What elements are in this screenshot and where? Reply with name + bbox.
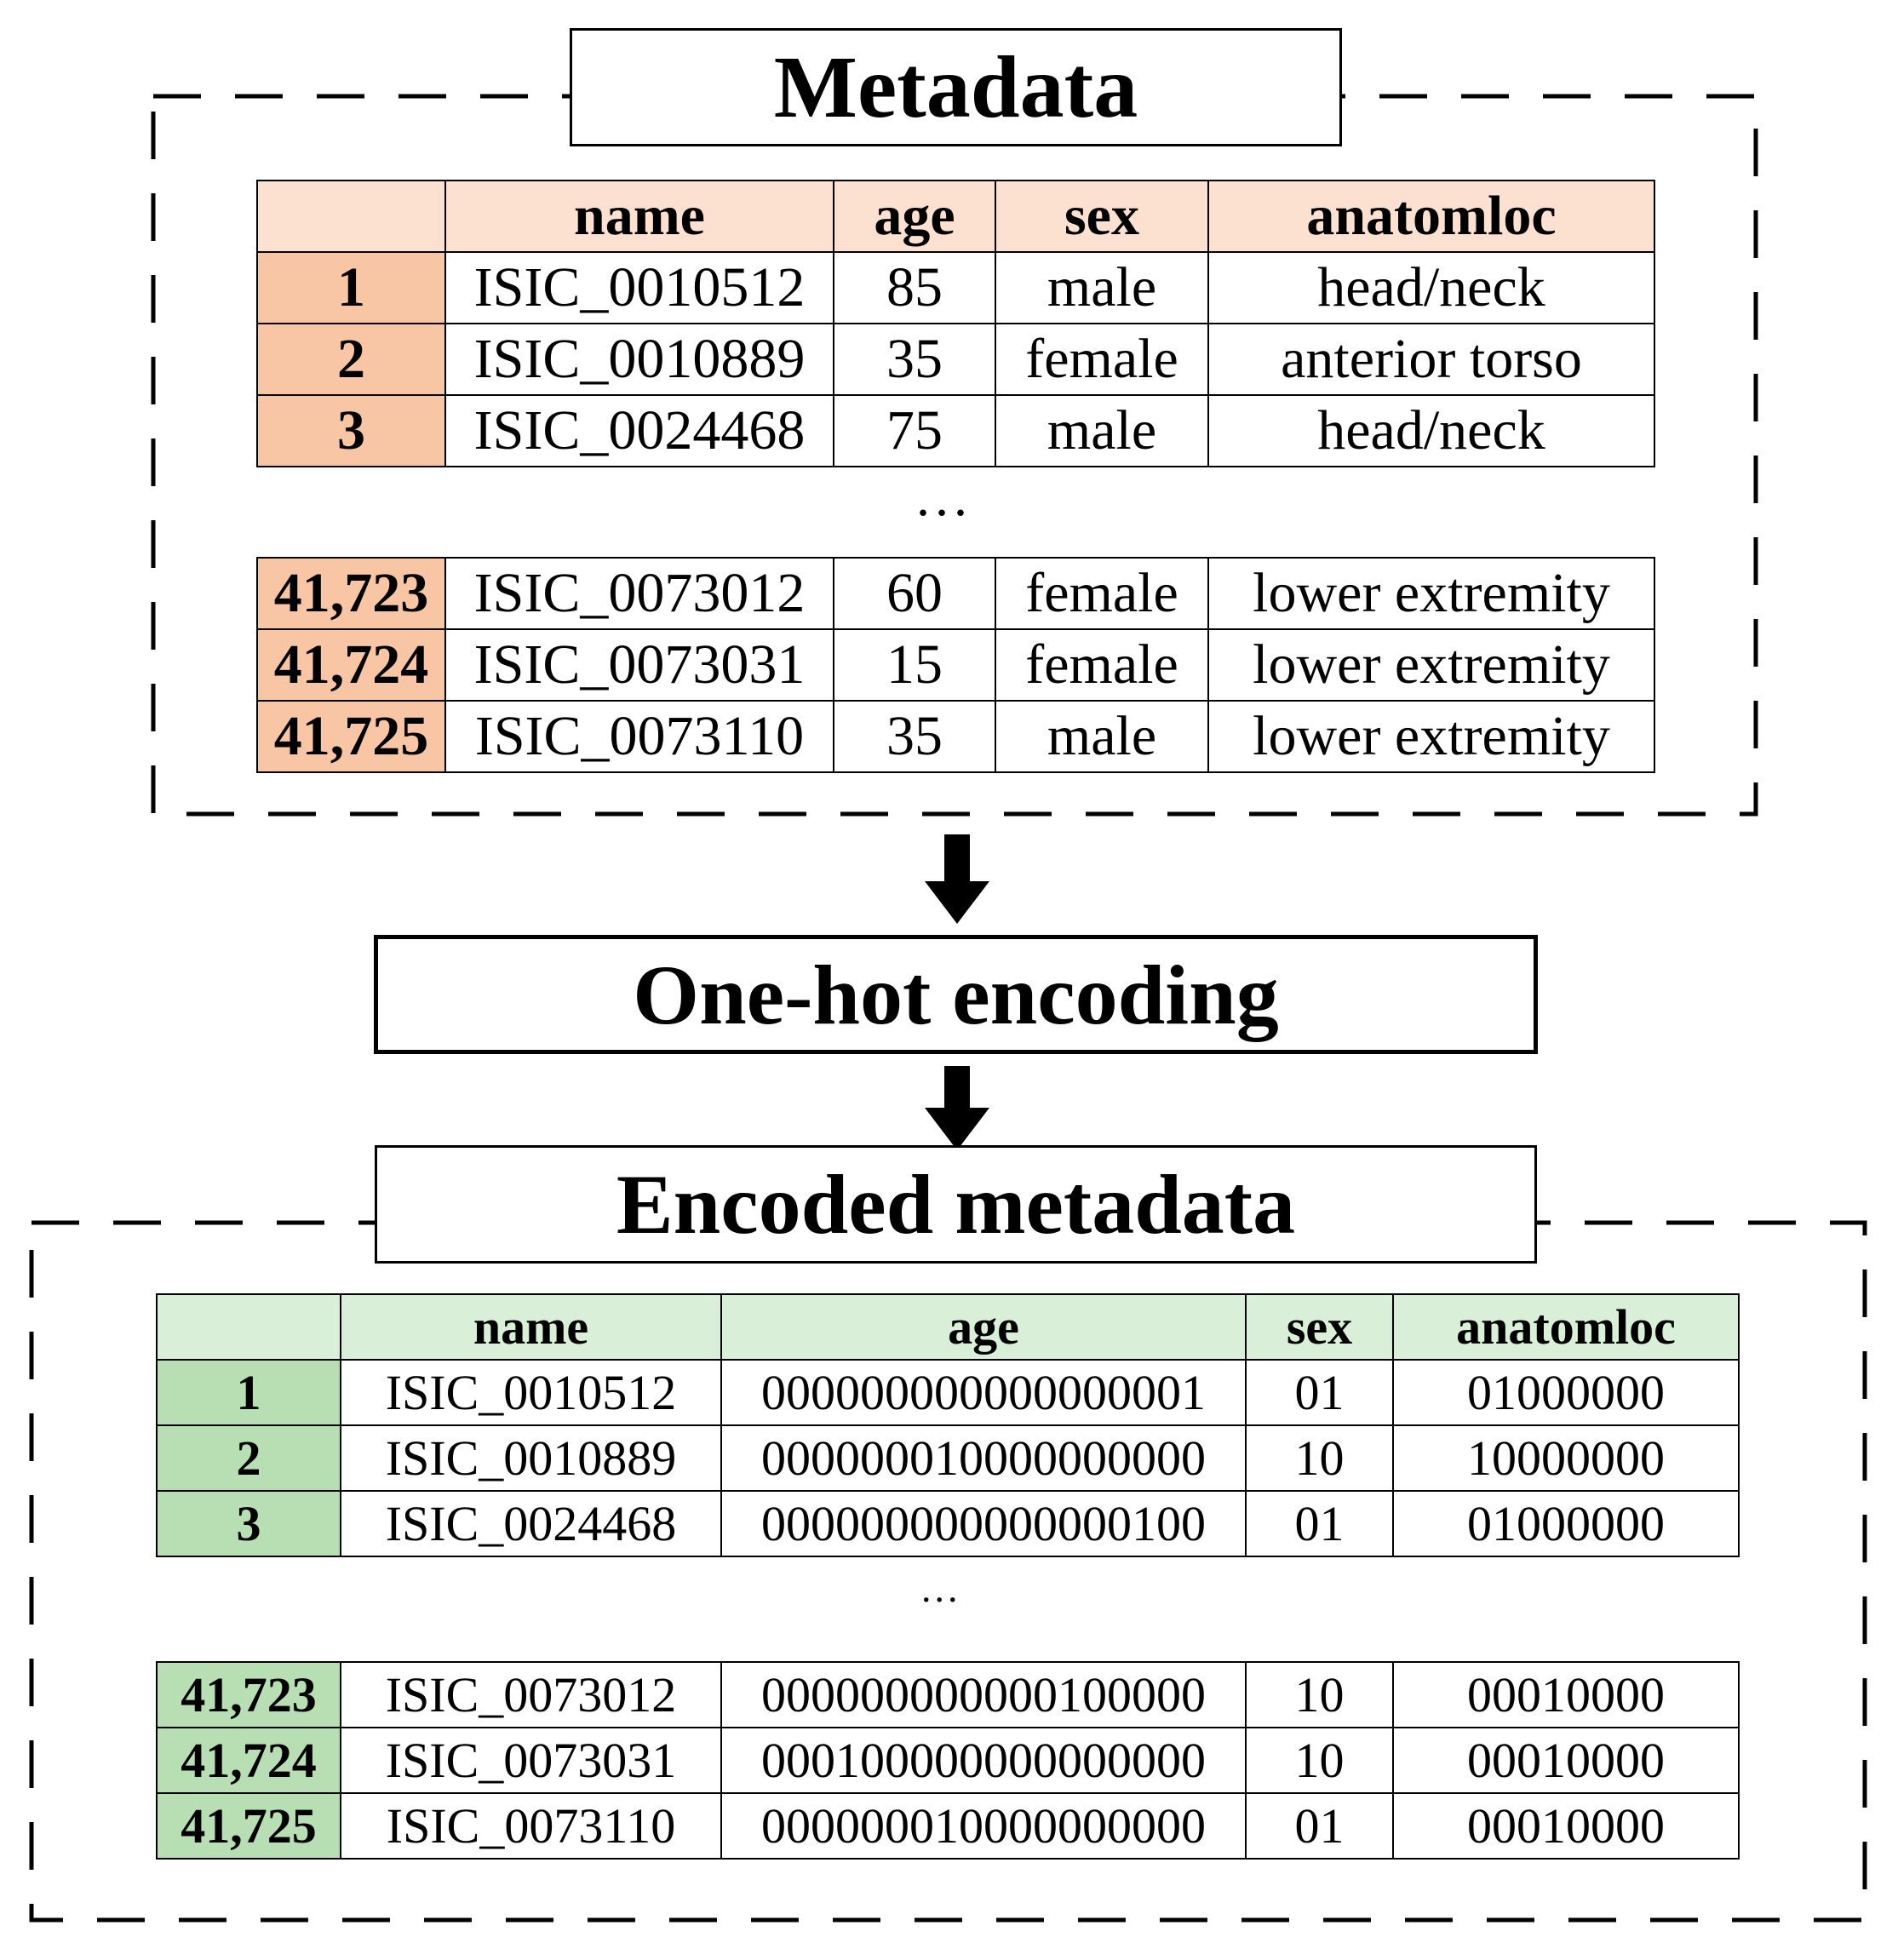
row-index-cell: 41,724 — [156, 1727, 341, 1794]
age-cell: 000000010000000000 — [720, 1424, 1247, 1492]
column-header-anatomloc: anatomloc — [1207, 180, 1655, 253]
age-cell: 60 — [833, 557, 996, 630]
name-cell: ISIC_0024468 — [444, 394, 834, 467]
name-cell: ISIC_0073031 — [340, 1727, 722, 1794]
row-index-cell: 1 — [156, 1359, 341, 1426]
sex-cell: 01 — [1245, 1792, 1394, 1860]
table-row: 41,724 ISIC_0073031 15 female lower extr… — [256, 628, 1655, 702]
age-cell: 000000010000000000 — [720, 1792, 1247, 1860]
sex-cell: 10 — [1245, 1424, 1394, 1492]
table-row: 41,725 ISIC_0073110 35 male lower extrem… — [256, 700, 1655, 773]
table-row: 2 ISIC_0010889 35 female anterior torso — [256, 323, 1655, 396]
sex-cell: 10 — [1245, 1661, 1394, 1728]
anatomloc-cell: 00010000 — [1392, 1661, 1740, 1728]
table-row: 41,723 ISIC_0073012 000000000000100000 1… — [156, 1661, 1740, 1728]
encoded-metadata-title-box: Encoded metadata — [375, 1145, 1537, 1264]
row-index-cell: 3 — [156, 1490, 341, 1557]
down-arrow-icon — [925, 834, 989, 924]
metadata-header-row: name age sex anatomloc — [256, 180, 1655, 253]
name-cell: ISIC_0010512 — [444, 251, 834, 324]
anatomloc-cell: 01000000 — [1392, 1359, 1740, 1426]
column-header-age: age — [833, 180, 996, 253]
row-index-cell: 1 — [256, 251, 446, 324]
anatomloc-cell: 10000000 — [1392, 1424, 1740, 1492]
metadata-table-top: name age sex anatomloc 1 ISIC_0010512 85… — [256, 180, 1655, 467]
anatomloc-cell: lower extremity — [1207, 557, 1655, 630]
sex-cell: female — [995, 557, 1209, 630]
table-row: 3 ISIC_0024468 75 male head/neck — [256, 394, 1655, 467]
encoded-table-bottom: 41,723 ISIC_0073012 000000000000100000 1… — [156, 1661, 1740, 1860]
name-cell: ISIC_0010889 — [340, 1424, 722, 1492]
sex-cell: female — [995, 323, 1209, 396]
column-header-sex: sex — [995, 180, 1209, 253]
anatomloc-cell: anterior torso — [1207, 323, 1655, 396]
name-cell: ISIC_0010512 — [340, 1359, 722, 1426]
age-cell: 000100000000000000 — [720, 1727, 1247, 1794]
column-header-age: age — [720, 1293, 1247, 1361]
name-cell: ISIC_0073110 — [340, 1792, 722, 1860]
anatomloc-cell: lower extremity — [1207, 628, 1655, 702]
age-cell: 000000000000100000 — [720, 1661, 1247, 1728]
encoded-table-top: name age sex anatomloc 1 ISIC_0010512 00… — [156, 1293, 1740, 1557]
table-row: 3 ISIC_0024468 000000000000000100 01 010… — [156, 1490, 1740, 1557]
table-row: 41,724 ISIC_0073031 000100000000000000 1… — [156, 1727, 1740, 1794]
row-index-cell: 2 — [256, 323, 446, 396]
down-arrow-icon — [925, 1066, 989, 1151]
row-index-cell: 41,723 — [156, 1661, 341, 1728]
anatomloc-cell: head/neck — [1207, 251, 1655, 324]
row-index-cell: 41,723 — [256, 557, 446, 630]
one-hot-encoding-label: One-hot encoding — [633, 947, 1279, 1042]
encoded-ellipsis: ... — [921, 1567, 961, 1610]
table-row: 1 ISIC_0010512 85 male head/neck — [256, 251, 1655, 324]
sex-cell: female — [995, 628, 1209, 702]
sex-cell: 10 — [1245, 1727, 1394, 1794]
name-cell: ISIC_0073012 — [444, 557, 834, 630]
sex-cell: male — [995, 700, 1209, 773]
metadata-table-bottom: 41,723 ISIC_0073012 60 female lower extr… — [256, 557, 1655, 773]
column-header-anatomloc: anatomloc — [1392, 1293, 1740, 1361]
sex-cell: male — [995, 251, 1209, 324]
metadata-title-box: Metadata — [570, 28, 1342, 146]
name-cell: ISIC_0024468 — [340, 1490, 722, 1557]
row-index-cell: 41,724 — [256, 628, 446, 702]
sex-cell: 01 — [1245, 1359, 1394, 1426]
one-hot-encoding-box: One-hot encoding — [374, 935, 1538, 1054]
age-cell: 000000000000000100 — [720, 1490, 1247, 1557]
age-cell: 35 — [833, 323, 996, 396]
table-row: 41,725 ISIC_0073110 000000010000000000 0… — [156, 1792, 1740, 1860]
anatomloc-cell: 00010000 — [1392, 1727, 1740, 1794]
metadata-dashed-frame — [151, 94, 1758, 817]
table-row: 41,723 ISIC_0073012 60 female lower extr… — [256, 557, 1655, 630]
anatomloc-cell: 01000000 — [1392, 1490, 1740, 1557]
name-cell: ISIC_0073110 — [444, 700, 834, 773]
name-cell: ISIC_0073012 — [340, 1661, 722, 1728]
age-cell: 75 — [833, 394, 996, 467]
row-index-cell: 41,725 — [156, 1792, 341, 1860]
anatomloc-cell: 00010000 — [1392, 1792, 1740, 1860]
encoded-metadata-title: Encoded metadata — [616, 1157, 1296, 1252]
age-cell: 85 — [833, 251, 996, 324]
column-header-name: name — [444, 180, 834, 253]
row-index-cell: 3 — [256, 394, 446, 467]
anatomloc-cell: head/neck — [1207, 394, 1655, 467]
metadata-ellipsis: ... — [916, 467, 972, 527]
column-header-name: name — [340, 1293, 722, 1361]
name-cell: ISIC_0010889 — [444, 323, 834, 396]
row-index-cell: 2 — [156, 1424, 341, 1492]
column-header-index — [156, 1293, 341, 1361]
name-cell: ISIC_0073031 — [444, 628, 834, 702]
column-header-sex: sex — [1245, 1293, 1394, 1361]
age-cell: 000000000000000001 — [720, 1359, 1247, 1426]
column-header-index — [256, 180, 446, 253]
encoded-header-row: name age sex anatomloc — [156, 1293, 1740, 1361]
metadata-title: Metadata — [773, 38, 1138, 136]
age-cell: 35 — [833, 700, 996, 773]
table-row: 1 ISIC_0010512 000000000000000001 01 010… — [156, 1359, 1740, 1426]
row-index-cell: 41,725 — [256, 700, 446, 773]
sex-cell: 01 — [1245, 1490, 1394, 1557]
table-row: 2 ISIC_0010889 000000010000000000 10 100… — [156, 1424, 1740, 1492]
sex-cell: male — [995, 394, 1209, 467]
age-cell: 15 — [833, 628, 996, 702]
anatomloc-cell: lower extremity — [1207, 700, 1655, 773]
